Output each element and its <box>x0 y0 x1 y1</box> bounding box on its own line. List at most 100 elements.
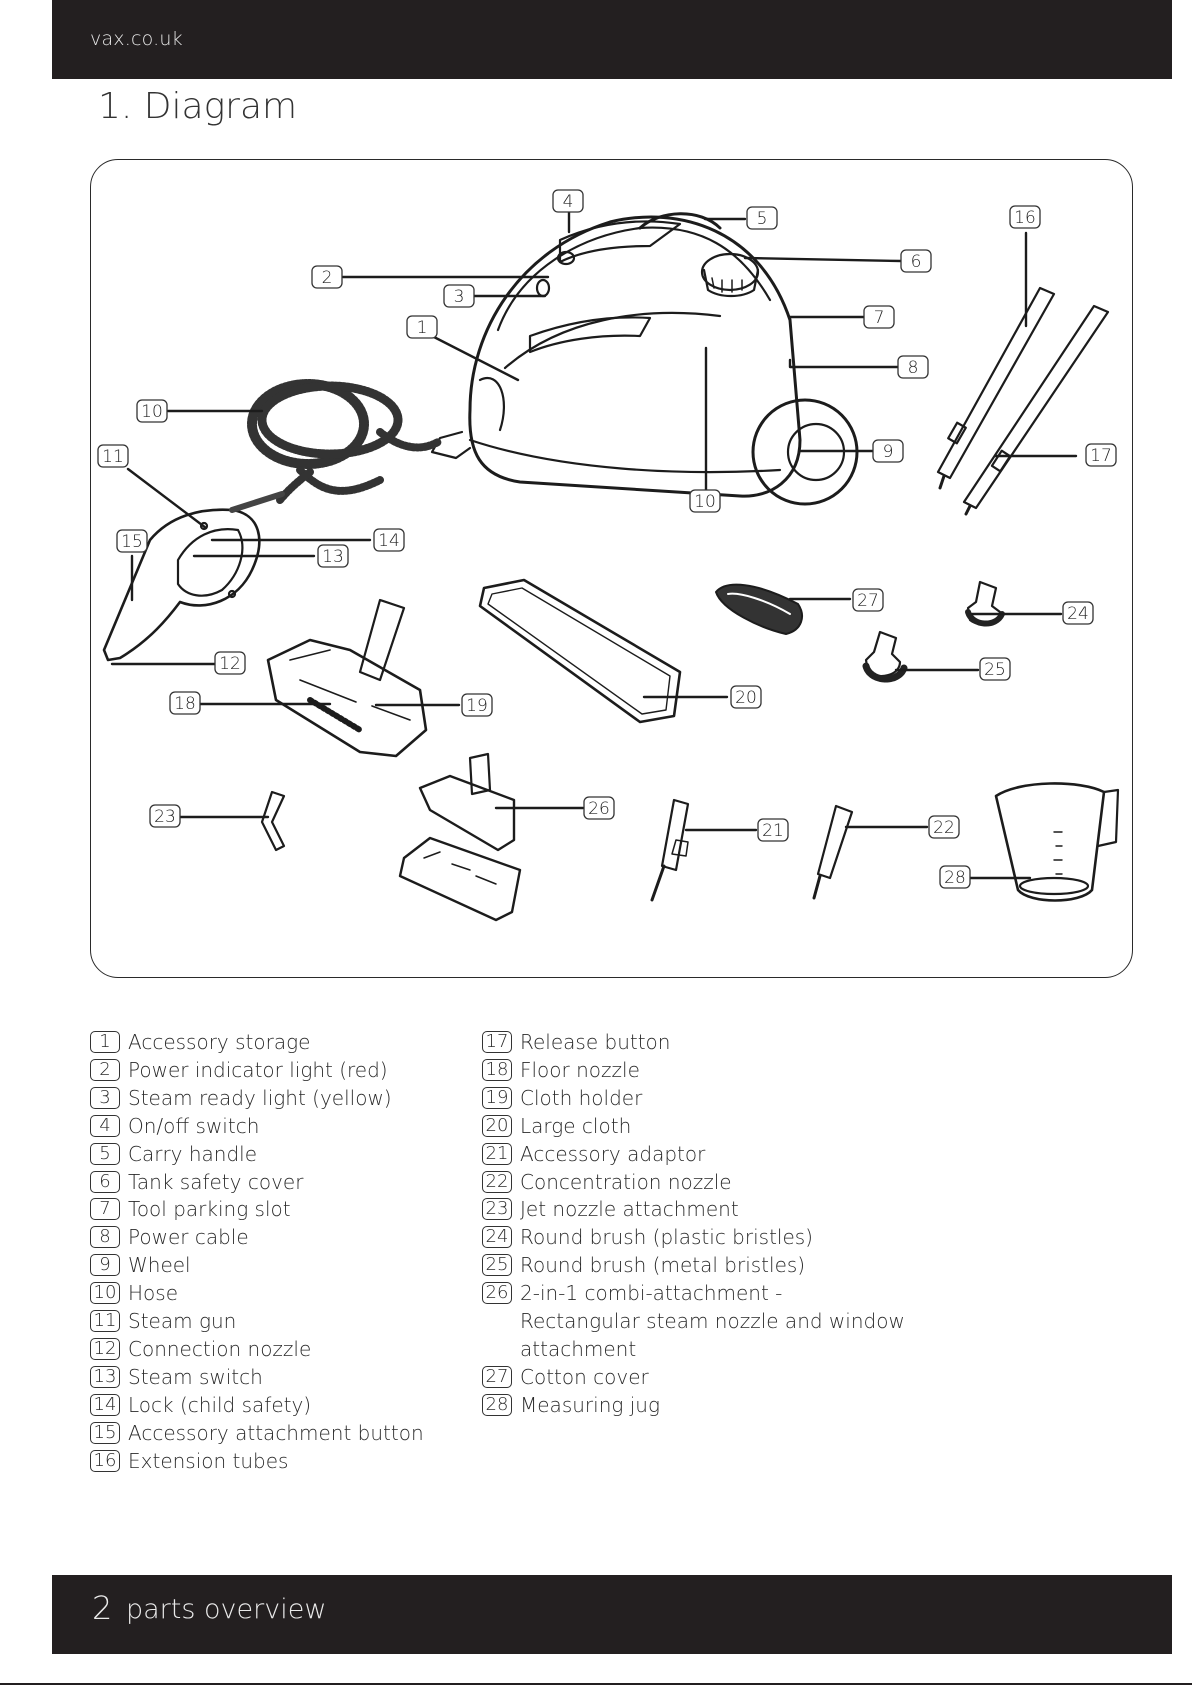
legend-number-badge: 9 <box>90 1254 120 1277</box>
callout-11: 11 <box>97 444 129 468</box>
legend-label: Accessory attachment button <box>128 1420 424 1445</box>
legend-number-badge: 3 <box>90 1086 120 1109</box>
callout-8: 8 <box>897 355 929 379</box>
callout-25: 25 <box>979 657 1011 681</box>
legend-item: 11 Steam gun <box>90 1308 424 1336</box>
svg-text:15: 15 <box>121 532 143 552</box>
legend-number-badge: 24 <box>482 1226 512 1249</box>
callout-27: 27 <box>852 588 884 612</box>
svg-text:28: 28 <box>944 868 966 888</box>
legend-number-badge: 4 <box>90 1114 120 1137</box>
legend-number-badge: 1 <box>90 1031 120 1053</box>
svg-text:22: 22 <box>933 818 955 838</box>
legend-label: Concentration nozzle <box>520 1169 732 1194</box>
round-brush-plastic-illustration <box>965 580 1005 627</box>
legend-label: Wheel <box>128 1253 191 1278</box>
legend-number-badge: 23 <box>482 1198 512 1221</box>
legend-number-badge: 25 <box>482 1254 512 1277</box>
legend-number-badge: 22 <box>482 1170 512 1193</box>
svg-text:8: 8 <box>908 358 919 378</box>
svg-text:21: 21 <box>762 821 784 841</box>
legend-item: 19 Cloth holder <box>482 1085 905 1113</box>
bottom-rule <box>0 1683 1192 1685</box>
svg-text:13: 13 <box>322 547 344 567</box>
legend-number-badge: 18 <box>482 1058 512 1081</box>
callout-10-hose: 10 <box>136 399 168 423</box>
legend-item: 5 Carry handle <box>90 1141 424 1169</box>
callout-6: 6 <box>900 249 932 273</box>
footer-bar <box>52 1575 1172 1654</box>
legend-label: Large cloth <box>520 1113 632 1138</box>
floor-nozzle-illustration <box>266 598 428 758</box>
legend-label: Measuring jug <box>520 1392 660 1417</box>
callout-13: 13 <box>317 544 349 568</box>
legend-item: 13 Steam switch <box>90 1364 424 1392</box>
svg-text:12: 12 <box>219 654 241 674</box>
legend-label: Steam gun <box>128 1309 237 1334</box>
legend-number-badge: 16 <box>90 1449 120 1472</box>
section-title: parts overview <box>126 1594 327 1625</box>
legend-label: Hose <box>128 1281 178 1306</box>
callout-15: 15 <box>116 529 148 553</box>
legend-number-badge: 15 <box>90 1421 120 1444</box>
callout-5: 5 <box>746 206 778 230</box>
callout-7: 7 <box>863 305 895 329</box>
legend-number-badge: 13 <box>90 1365 120 1388</box>
legend-label: Extension tubes <box>128 1448 289 1473</box>
svg-text:20: 20 <box>735 688 757 708</box>
callout-26: 26 <box>583 796 615 820</box>
legend-label: Round brush (plastic bristles) <box>520 1225 813 1250</box>
svg-text:16: 16 <box>1014 208 1036 228</box>
legend-label: Steam ready light (yellow) <box>128 1085 392 1110</box>
legend-number-badge: 19 <box>482 1086 512 1109</box>
legend-label: Tank safety cover <box>128 1169 304 1194</box>
callout-21: 21 <box>757 818 789 842</box>
svg-text:6: 6 <box>911 252 922 272</box>
legend-label: Accessory storage <box>128 1030 311 1054</box>
round-brush-metal-illustration <box>862 630 908 683</box>
legend-label: Cloth holder <box>520 1085 643 1110</box>
legend-item: 15 Accessory attachment button <box>90 1420 424 1448</box>
callout-4: 4 <box>552 189 584 213</box>
legend-number-badge: 6 <box>90 1170 120 1193</box>
jet-nozzle-illustration <box>260 790 286 852</box>
combi-attachment-illustration <box>398 752 522 922</box>
legend-number-badge: 21 <box>482 1142 512 1165</box>
svg-text:23: 23 <box>154 807 176 827</box>
callout-14: 14 <box>373 528 405 552</box>
callout-24: 24 <box>1062 601 1094 625</box>
legend-number-badge: 27 <box>482 1365 512 1388</box>
svg-text:5: 5 <box>757 209 768 229</box>
svg-text:24: 24 <box>1067 604 1089 624</box>
callout-18: 18 <box>169 691 201 715</box>
legend-item: 6 Tank safety cover <box>90 1169 424 1197</box>
legend-number-badge: 14 <box>90 1393 120 1416</box>
legend-item: 16 Extension tubes <box>90 1448 424 1476</box>
callout-4-label: 4 <box>563 192 574 212</box>
svg-text:11: 11 <box>102 447 124 467</box>
legend-label: 2-in-1 combi-attachment - Rectangular st… <box>520 1281 905 1361</box>
svg-text:18: 18 <box>174 694 196 714</box>
header-bar <box>52 0 1172 79</box>
legend-number-badge: 17 <box>482 1031 512 1053</box>
legend-label: Steam switch <box>128 1364 263 1389</box>
callout-17: 17 <box>1085 443 1117 467</box>
page-number: 2 <box>92 1589 113 1627</box>
legend-number-badge: 11 <box>90 1310 120 1333</box>
callout-10-body: 10 <box>689 489 721 513</box>
svg-text:14: 14 <box>378 531 400 551</box>
legend-number-badge: 5 <box>90 1142 120 1165</box>
legend-label: Round brush (metal bristles) <box>520 1253 806 1278</box>
legend-label: Carry handle <box>128 1141 258 1166</box>
callout-9: 9 <box>872 439 904 463</box>
measuring-jug-illustration <box>994 782 1120 902</box>
